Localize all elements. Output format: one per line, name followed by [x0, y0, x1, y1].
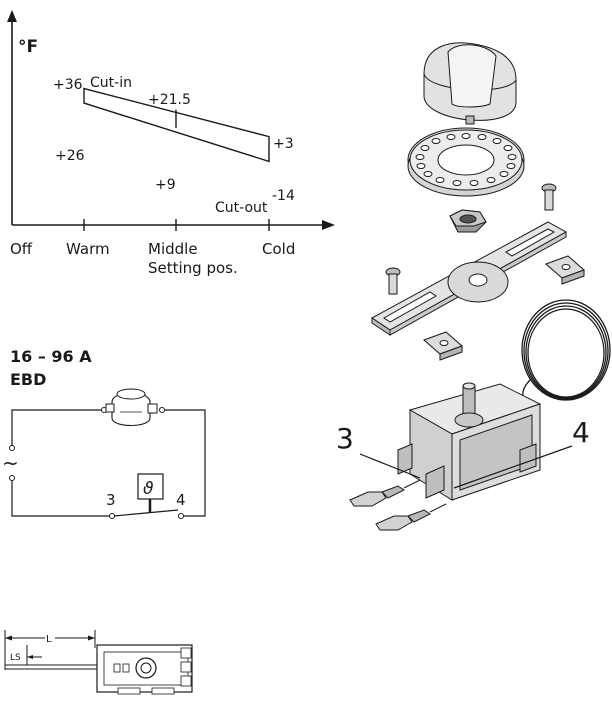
value-plus26: +26 [55, 148, 85, 164]
x-axis-sub-label: Setting pos. [148, 259, 238, 277]
wire-bottom-left [11, 478, 110, 517]
y-unit-label: °F [18, 37, 38, 57]
x-tick-label-off: Off [10, 240, 33, 258]
cut-out-label: Cut-out [215, 200, 268, 216]
exploded-terminal-4-label: 4 [572, 416, 590, 449]
ac-supply-symbol: ~ [2, 451, 19, 475]
hex-nut [449, 209, 487, 233]
thermostat-symbol: ϑ [143, 479, 154, 499]
x-tick-label-warm: Warm [66, 240, 110, 258]
terminal-3-contact [109, 513, 115, 519]
value-minus14: -14 [272, 188, 295, 204]
leader-line-4 [453, 445, 573, 489]
value-plus3: +3 [273, 136, 294, 152]
x-axis-arrow [322, 220, 335, 230]
wiring-terminal-4-label: 4 [176, 491, 186, 509]
y-axis-arrow [7, 10, 17, 22]
supply-terminal-bottom [9, 475, 15, 481]
wiring-title: 16 – 96 A [10, 347, 92, 366]
dim-length-label: L [46, 634, 52, 645]
mounting-screw-left [385, 267, 401, 295]
spade-connector-4 [375, 503, 447, 531]
wire-top-left [11, 409, 104, 448]
mounting-screw-right [541, 183, 557, 211]
value-plus36: +36 [53, 77, 83, 93]
setting-dial-ring [407, 127, 525, 197]
dimension-drawing: L LS [4, 630, 193, 695]
leader-line-3 [359, 453, 421, 479]
compressor-icon [101, 388, 165, 427]
capillary-coil [521, 299, 611, 411]
control-knob [423, 42, 517, 125]
dim-ls-label: LS [10, 653, 21, 663]
exploded-terminal-3-label: 3 [336, 422, 354, 455]
capillary-tube [4, 664, 98, 670]
value-plus9: +9 [155, 177, 176, 193]
wiring-terminal-3-label: 3 [106, 491, 116, 509]
cut-in-cut-out-band [83, 87, 270, 163]
x-tick-label-middle: Middle [148, 240, 198, 258]
supply-terminal-top [9, 445, 15, 451]
mounting-bracket [371, 221, 568, 336]
value-plus21-5: +21.5 [148, 92, 191, 108]
wiring-subtitle: EBD [10, 370, 46, 389]
thermostat-body [397, 382, 542, 501]
bracket-clip-right [545, 255, 585, 285]
x-tick-label-cold: Cold [262, 240, 295, 258]
spade-connector-3 [349, 479, 421, 507]
wire-top-right [162, 409, 206, 517]
wiring-diagram: 16 – 96 A EBD ~ ϑ 3 4 [2, 347, 206, 519]
bracket-clip-left [423, 331, 463, 361]
thermostat-sensor-box [137, 473, 164, 500]
temperature-chart: °F +36 Cut-in +21.5 +26 +9 +3 -14 Cut-ou… [7, 10, 335, 277]
terminal-4-contact [178, 513, 184, 519]
switch-contact-blade [113, 509, 179, 517]
exploded-assembly [349, 42, 611, 531]
cut-in-label: Cut-in [90, 75, 132, 91]
